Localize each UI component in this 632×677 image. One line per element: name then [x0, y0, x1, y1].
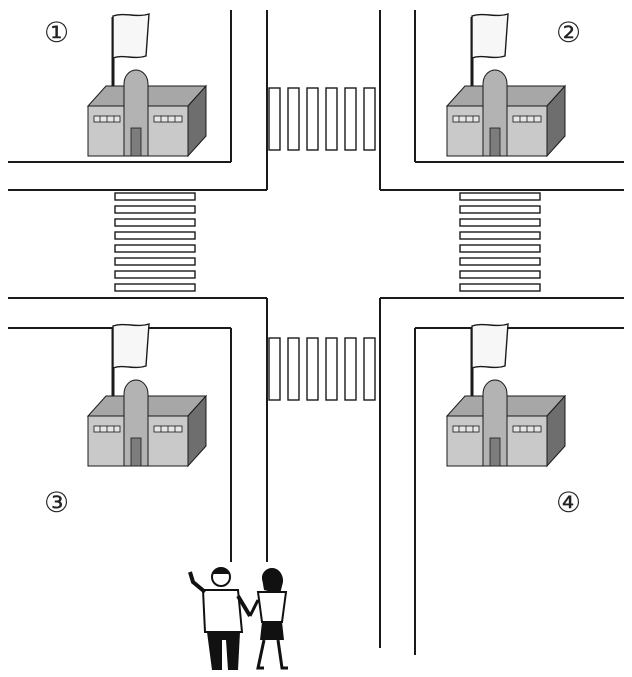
pedestrians-icon	[188, 567, 288, 670]
crosswalk-west	[114, 192, 196, 292]
man-figure-icon	[188, 567, 252, 670]
building-3-icon	[86, 322, 208, 468]
crosswalk-east	[459, 192, 541, 292]
road-edges	[8, 10, 624, 655]
label-1: ①	[44, 16, 69, 49]
label-2: ②	[556, 16, 581, 49]
label-4: ④	[556, 486, 581, 519]
building-4-icon	[445, 322, 567, 468]
building-2-icon	[445, 12, 567, 158]
label-3: ③	[44, 486, 69, 519]
crosswalk-south	[268, 337, 376, 401]
crosswalk-north	[268, 87, 376, 151]
building-1-icon	[86, 12, 208, 158]
woman-figure-icon	[248, 568, 288, 670]
